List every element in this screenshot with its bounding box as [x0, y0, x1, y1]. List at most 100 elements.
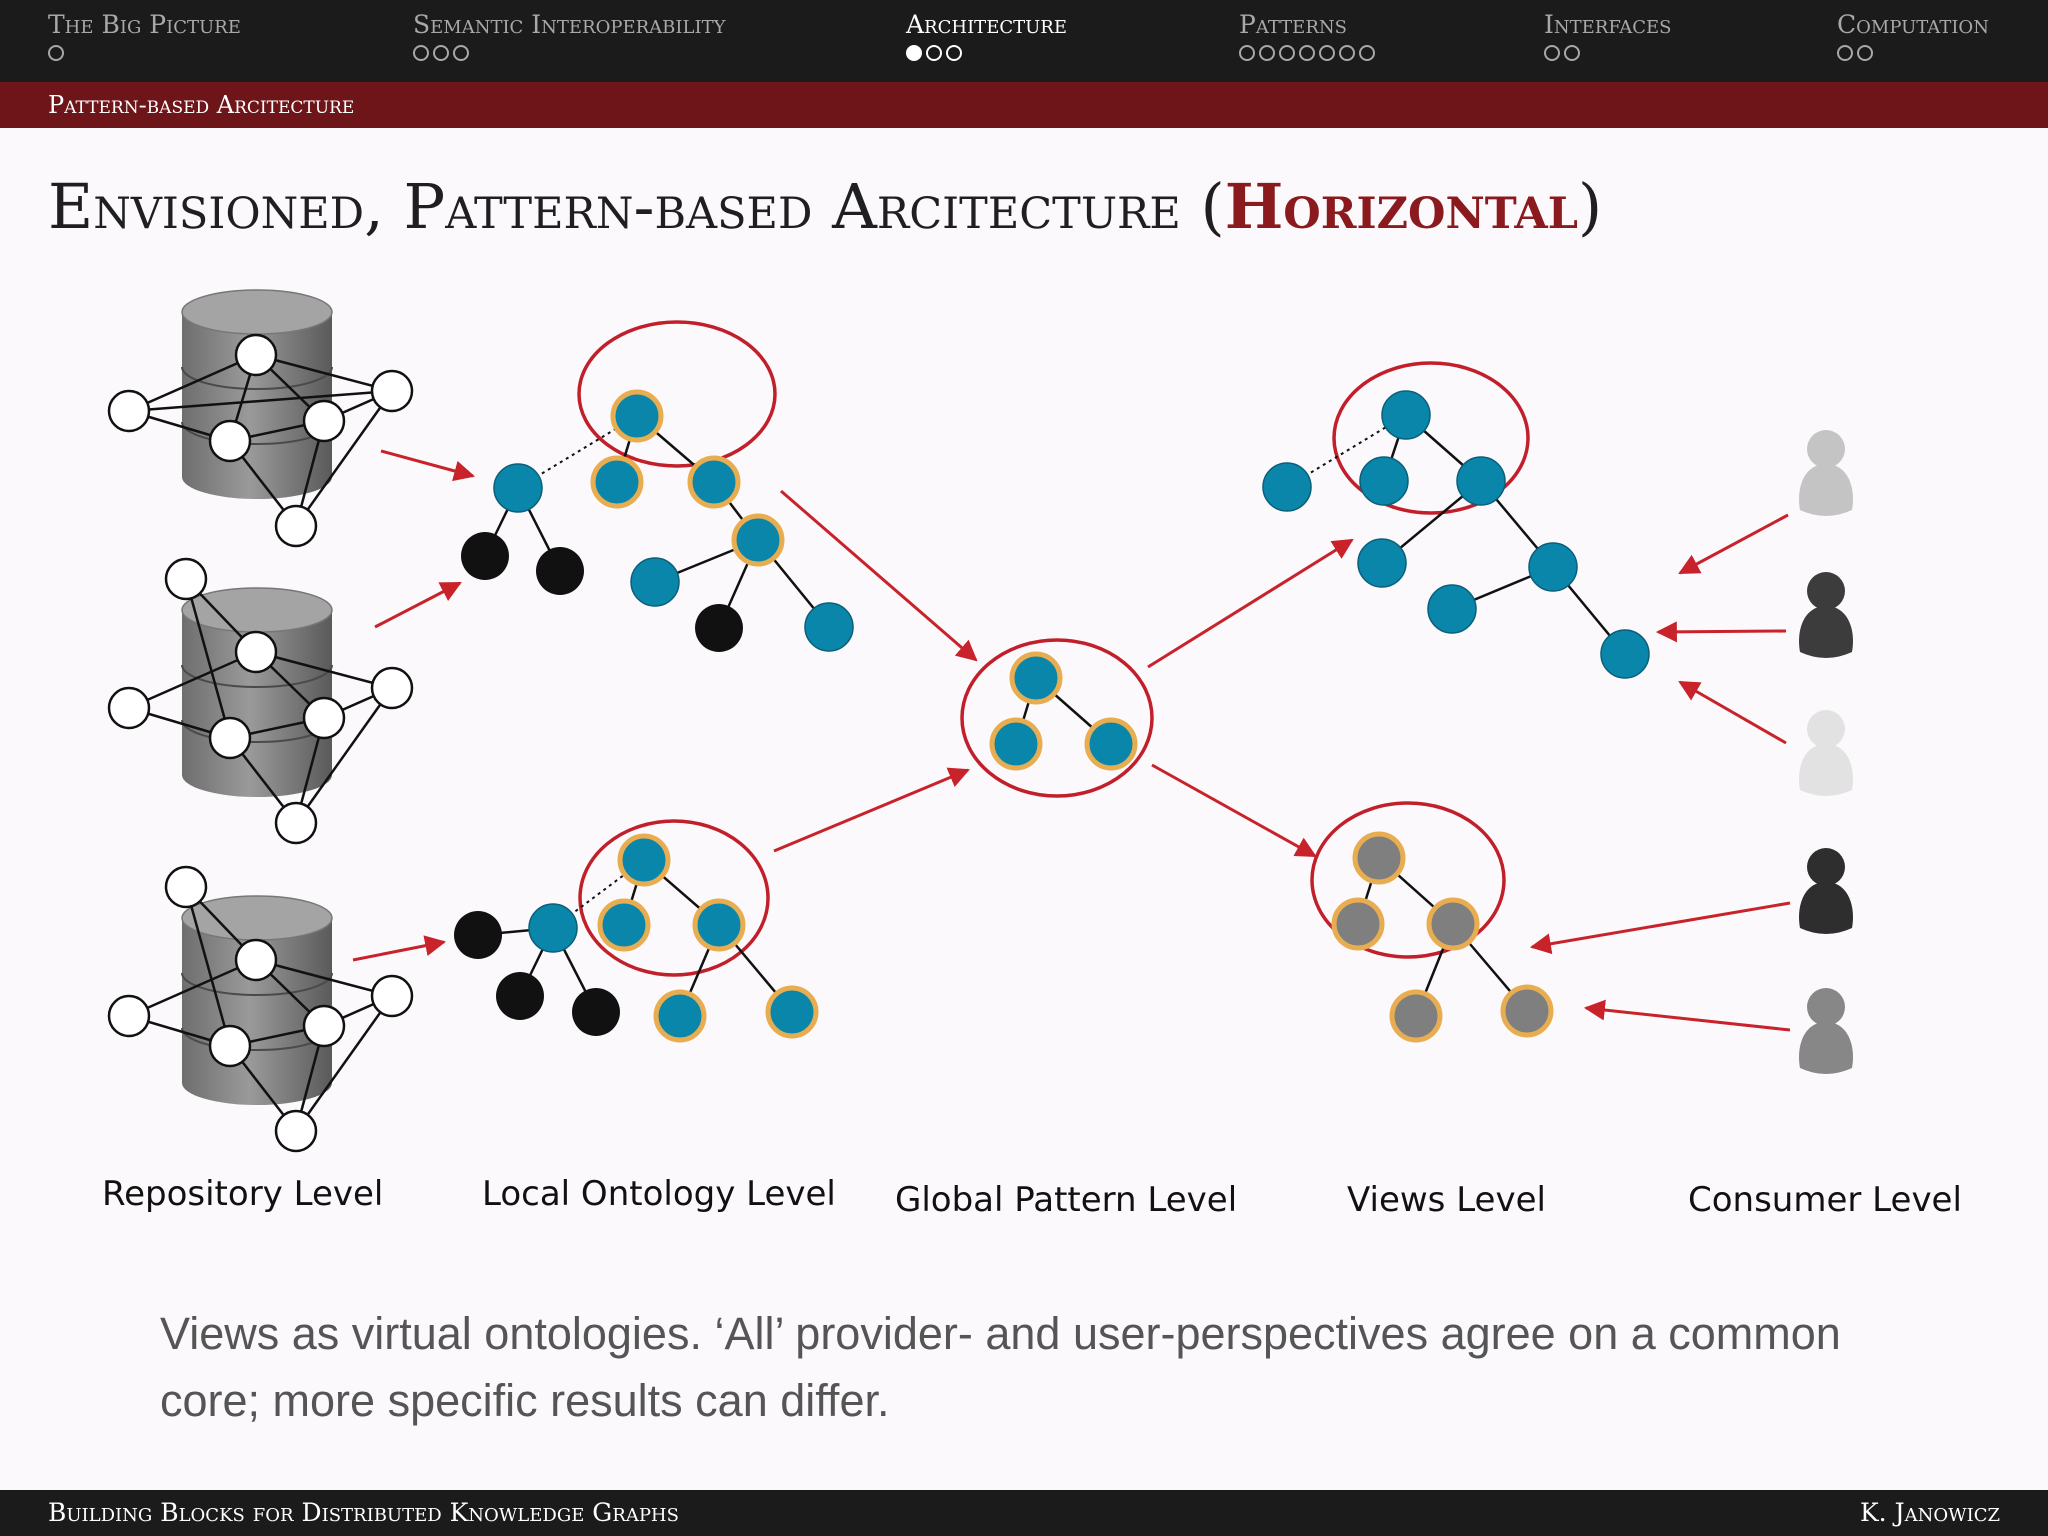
nav-progress-dot[interactable] — [1544, 45, 1560, 61]
nav-progress-dot[interactable] — [433, 45, 449, 61]
graph-node — [302, 399, 346, 443]
nav-section-dots — [1544, 45, 1672, 61]
level-label-consumer: Consumer Level — [1688, 1180, 1962, 1220]
nav-progress-dot[interactable] — [1279, 45, 1295, 61]
footer-bar: Building Blocks for Distributed Knowledg… — [0, 1490, 2048, 1536]
entity-node-black — [461, 532, 509, 580]
flow-arrow — [780, 489, 978, 662]
nav-section-patterns[interactable]: Patterns — [1239, 10, 1375, 61]
graph-edge — [294, 995, 394, 1132]
nav-progress-dot[interactable] — [1837, 45, 1853, 61]
nav-progress-dot[interactable] — [1339, 45, 1355, 61]
graph-node — [370, 369, 414, 413]
flow-arrow — [1151, 763, 1317, 858]
flow-arrow — [1678, 513, 1789, 575]
graph-edge — [184, 578, 232, 739]
views-level-bottom — [1310, 801, 1554, 1043]
flow-arrow — [1678, 680, 1787, 745]
entity-node-teal — [1357, 538, 1407, 588]
consumer-person-icon — [1799, 710, 1853, 796]
consumer-person-icon — [1799, 572, 1853, 658]
nav-progress-dot[interactable] — [926, 45, 942, 61]
entity-node-black — [454, 911, 502, 959]
person-head — [1807, 848, 1845, 886]
person-body — [1799, 744, 1853, 796]
nav-section-architecture[interactable]: Architecture — [906, 10, 1067, 61]
entity-node-teal — [493, 463, 543, 513]
nav-progress-dot[interactable] — [48, 45, 64, 61]
graph-edge — [294, 390, 394, 527]
graph-node — [234, 938, 278, 982]
flow-arrow — [380, 449, 476, 482]
pattern-node-gray — [1389, 989, 1443, 1043]
nav-section-dots — [1837, 45, 1989, 61]
pattern-highlight-ellipse — [578, 819, 770, 977]
global-pattern — [960, 638, 1154, 798]
nav-progress-dot[interactable] — [906, 45, 922, 61]
nav-progress-dot[interactable] — [1259, 45, 1275, 61]
person-head — [1807, 988, 1845, 1026]
graph-edge — [128, 389, 393, 413]
entity-node-teal — [1427, 584, 1477, 634]
nav-progress-dot[interactable] — [1239, 45, 1255, 61]
entity-node-black — [496, 972, 544, 1020]
pattern-node-teal — [1084, 717, 1138, 771]
repository-level-group — [107, 289, 414, 1153]
nav-progress-dot[interactable] — [453, 45, 469, 61]
nav-progress-dot[interactable] — [1359, 45, 1375, 61]
nav-section-dots — [413, 45, 725, 61]
pattern-highlight-ellipse — [960, 638, 1154, 798]
entity-node-black — [536, 547, 584, 595]
flow-arrows-group — [352, 449, 1791, 1032]
pattern-node-teal — [692, 898, 746, 952]
nav-section-computation[interactable]: Computation — [1837, 10, 1989, 61]
nav-progress-dot[interactable] — [1564, 45, 1580, 61]
nav-section-label: Semantic Interoperability — [413, 10, 726, 39]
graph-edge — [128, 353, 257, 413]
nav-section-dots — [906, 45, 1067, 61]
consumers-group — [1799, 430, 1853, 1074]
nav-section-label: The Big Picture — [48, 10, 241, 39]
graph-node — [370, 974, 414, 1018]
level-label-local-ontology: Local Ontology Level — [482, 1174, 836, 1214]
database-cylinder-top — [181, 289, 333, 335]
graph-node — [164, 865, 208, 909]
slide-caption: Views as virtual ontologies. ‘All’ provi… — [160, 1308, 1841, 1426]
graph-edge — [255, 650, 393, 690]
entity-node-teal — [1456, 456, 1506, 506]
entity-node-teal — [804, 602, 854, 652]
pattern-node-gray — [1331, 897, 1385, 951]
nav-section-interfaces[interactable]: Interfaces — [1544, 10, 1672, 61]
graph-node — [274, 504, 318, 548]
person-body — [1799, 606, 1853, 658]
repository-database — [107, 289, 414, 548]
nav-progress-dot[interactable] — [1299, 45, 1315, 61]
consumer-person-icon — [1799, 430, 1853, 516]
nav-progress-dot[interactable] — [1319, 45, 1335, 61]
person-head — [1807, 430, 1845, 468]
nav-progress-dot[interactable] — [413, 45, 429, 61]
graph-edge — [294, 687, 394, 824]
graph-node — [274, 1109, 318, 1153]
nav-section-big-picture[interactable]: The Big Picture — [48, 10, 241, 61]
nav-progress-dot[interactable] — [946, 45, 962, 61]
local-ontology-bottom — [454, 819, 819, 1043]
nav-section-dots — [1239, 45, 1375, 61]
entity-node-teal — [1600, 629, 1650, 679]
pattern-node-teal — [989, 717, 1043, 771]
pattern-node-gray — [1426, 897, 1480, 951]
tree-edge — [552, 859, 645, 929]
title-end: ) — [1578, 170, 1603, 243]
pattern-node-teal — [610, 389, 664, 443]
level-label-repository: Repository Level — [102, 1174, 384, 1214]
pattern-highlight-ellipse — [1332, 361, 1530, 515]
database-cylinder-top — [181, 895, 333, 941]
pattern-node-teal — [731, 513, 785, 567]
pattern-node-teal — [1009, 651, 1063, 705]
database-cylinder-top — [181, 587, 333, 633]
nav-section-semantic-interoperability[interactable]: Semantic Interoperability — [413, 10, 725, 61]
nav-progress-dot[interactable] — [1857, 45, 1873, 61]
consumer-person-icon — [1799, 988, 1853, 1074]
graph-node — [107, 686, 151, 730]
